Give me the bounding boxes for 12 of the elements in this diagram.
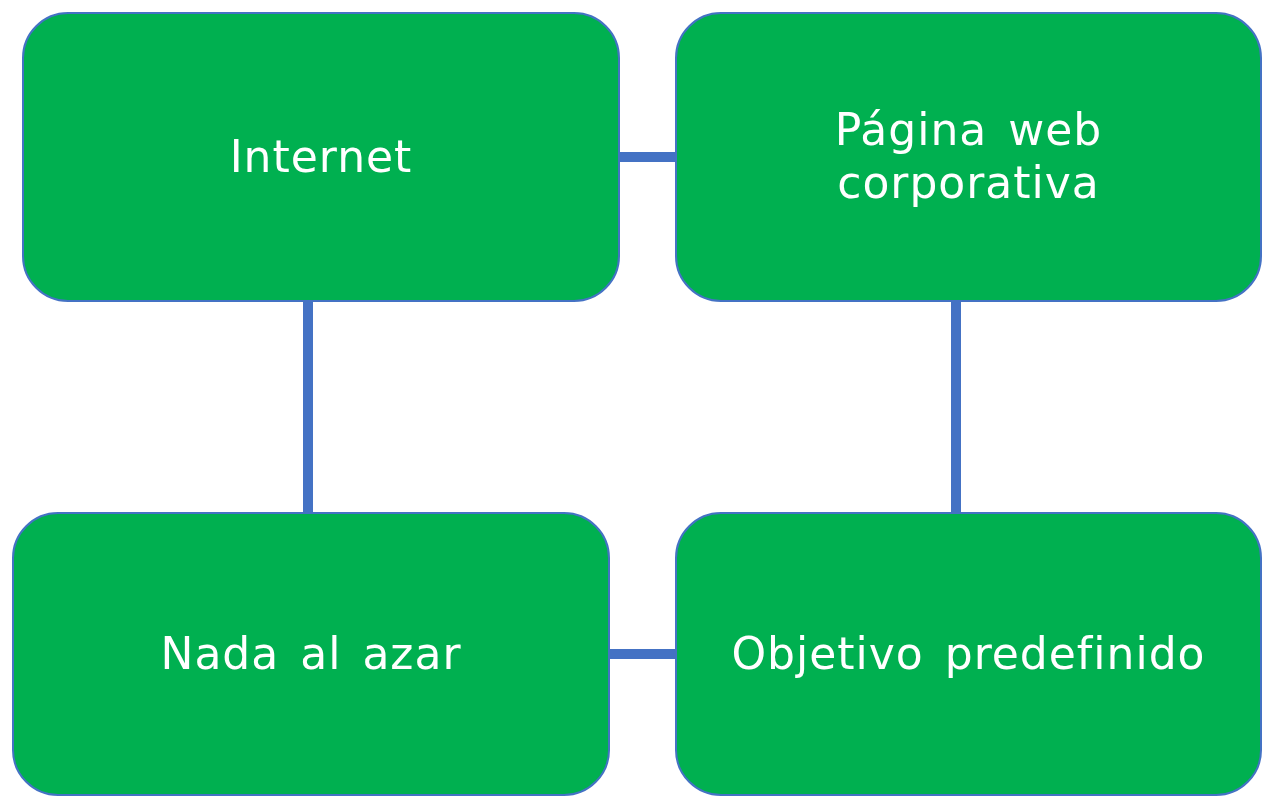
process-box: [675, 512, 1262, 796]
process-box: [22, 12, 620, 302]
connector-line: [610, 649, 675, 659]
process-box: [675, 12, 1262, 302]
connector-line: [620, 152, 675, 162]
box-label: Nada al azar: [159, 627, 463, 681]
box-label: Internet: [228, 130, 414, 184]
process-box: [12, 512, 610, 796]
connector-line: [303, 302, 313, 512]
connector-line: [951, 302, 961, 512]
box-label: Objetivo predefinido: [730, 627, 1207, 681]
box-label: Página web corporativa: [833, 104, 1104, 210]
